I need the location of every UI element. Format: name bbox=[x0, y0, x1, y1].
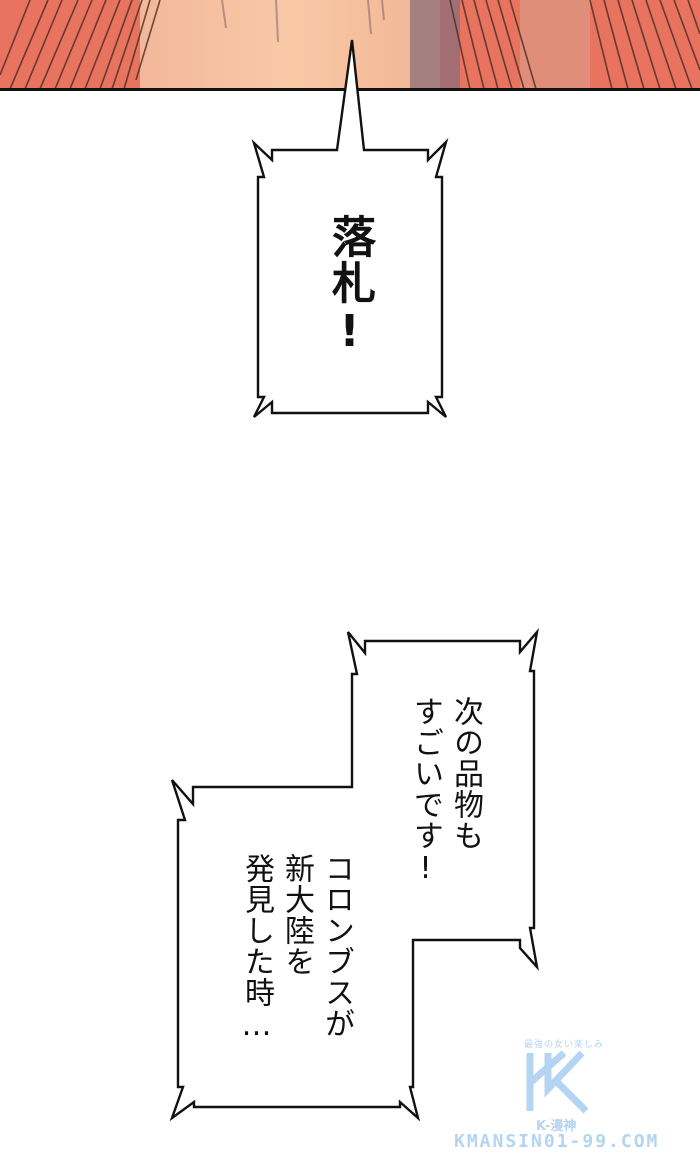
speech-bubble-2-line-1: 次の品物も bbox=[448, 696, 483, 851]
character-face-illustration bbox=[0, 0, 700, 89]
watermark-logo-icon bbox=[526, 1050, 589, 1114]
watermark: 最強の女い楽しみ K-漫神 KMANSIN01-99.COM bbox=[454, 1035, 694, 1155]
speech-bubble-2-line-2: すごいです! bbox=[408, 696, 443, 887]
watermark-subtitle: K-漫神 bbox=[536, 1119, 577, 1134]
watermark-tagline: 最強の女い楽しみ bbox=[524, 1040, 605, 1050]
speech-bubble-2-line-3: コロンブスが bbox=[319, 853, 354, 1039]
speech-bubble-2-line-4: 新大陸を bbox=[279, 853, 314, 977]
watermark-url: KMANSIN01-99.COM bbox=[454, 1131, 660, 1152]
speech-bubble-1-text: 落札! bbox=[324, 214, 375, 359]
speech-bubble-2-line-5: 発見した時… bbox=[239, 853, 274, 1044]
art-panel-top bbox=[0, 0, 700, 89]
speech-bubble-1-outline bbox=[251, 39, 449, 418]
